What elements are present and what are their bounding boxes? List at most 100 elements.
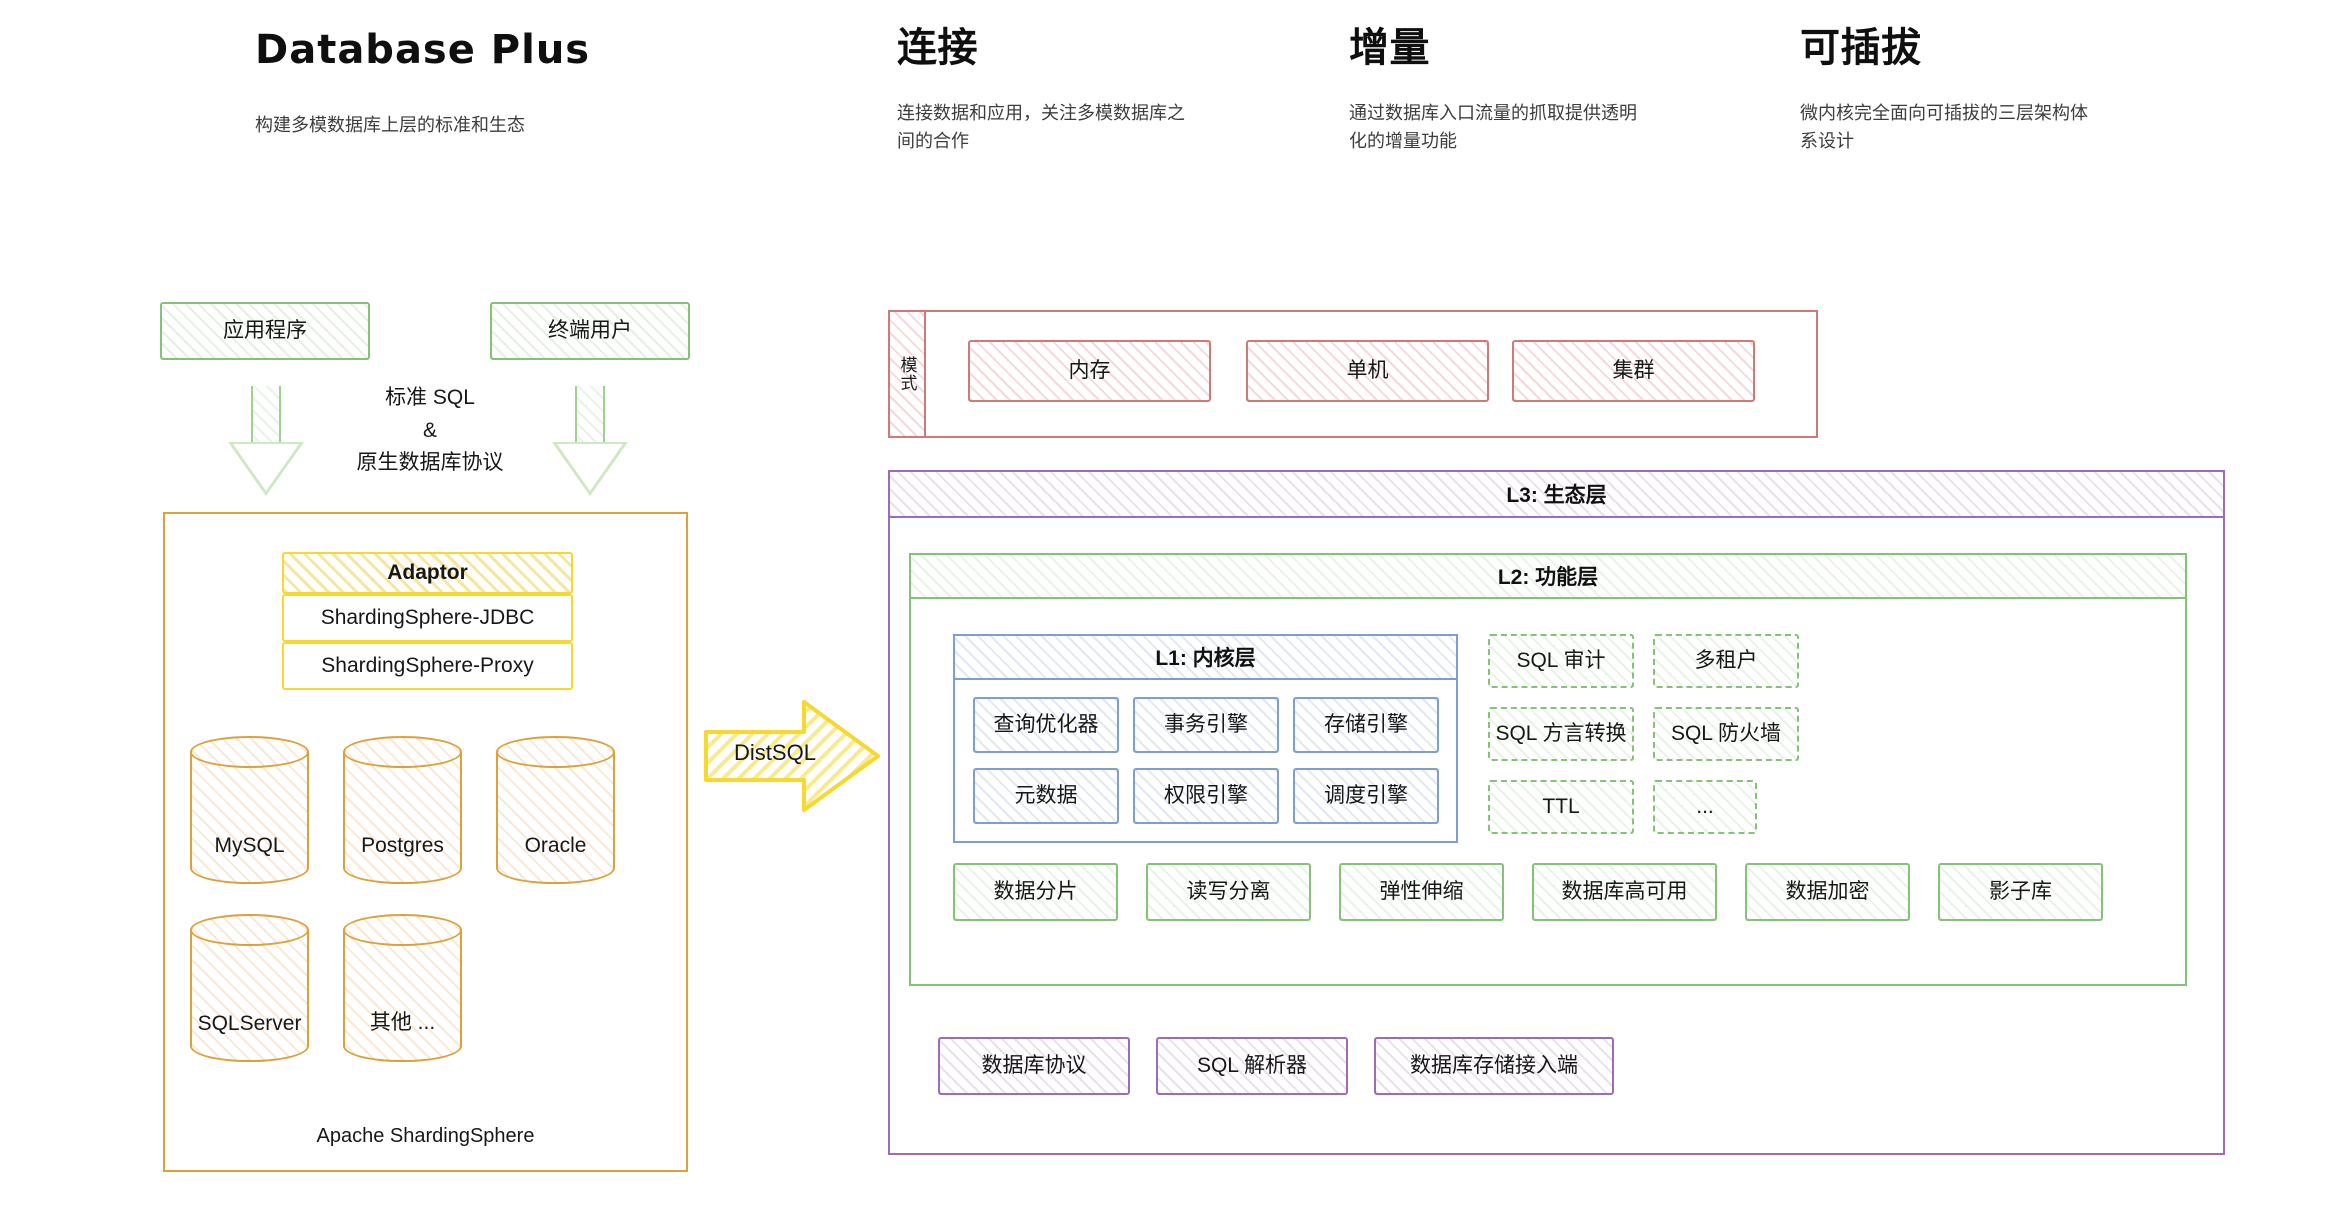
kernel-engine-storage: 存储引擎 — [1293, 697, 1439, 753]
feature-read-write-splitting: 读写分离 — [1146, 863, 1311, 921]
kernel-engine-label: 调度引擎 — [1324, 784, 1408, 808]
database-cylinder-other: 其他 ... — [343, 914, 462, 1062]
feature-label: 数据加密 — [1785, 880, 1870, 904]
optional-feature-label: SQL 防火墙 — [1670, 722, 1782, 746]
optional-feature-label: SQL 方言转换 — [1495, 722, 1627, 746]
feature-elastic-scaling: 弹性伸缩 — [1339, 863, 1504, 921]
l3-item-label: 数据库协议 — [981, 1054, 1087, 1078]
l3-item-database-storage-adapter: 数据库存储接入端 — [1374, 1037, 1614, 1095]
kernel-engine-label: 查询优化器 — [993, 713, 1099, 737]
cylinder-body — [190, 930, 309, 1062]
optional-feature-sql-audit: SQL 审计 — [1488, 634, 1634, 688]
column-title: 可插拔 — [1800, 26, 1922, 70]
arrow-down-end-user — [552, 386, 628, 496]
panel-label-apache-shardingsphere: Apache ShardingSphere — [316, 1125, 535, 1147]
mode-item-label: 单机 — [1346, 359, 1389, 383]
kernel-engine-authority: 权限引擎 — [1133, 768, 1279, 824]
mode-item-label: 集群 — [1612, 359, 1655, 383]
layer-l1-header: L1: 内核层 — [955, 636, 1456, 680]
protocol-note-line-3: 原生数据库协议 — [356, 451, 504, 475]
adaptor-item-proxy: ShardingSphere-Proxy — [282, 642, 573, 690]
l3-item-sql-parser: SQL 解析器 — [1156, 1037, 1348, 1095]
protocol-note-line-2: & — [422, 418, 437, 442]
cylinder-body — [496, 752, 615, 884]
optional-feature-ttl: TTL — [1488, 780, 1634, 834]
mode-vertical-label: 模式 — [890, 312, 926, 436]
layer-l1-kernel: L1: 内核层 查询优化器 事务引擎 存储引擎 元数据 权限引擎 调度引擎 — [953, 634, 1458, 843]
adaptor-item-label: ShardingSphere-JDBC — [320, 606, 535, 630]
connector-label: DistSQL — [734, 740, 816, 765]
adaptor-item-jdbc: ShardingSphere-JDBC — [282, 594, 573, 642]
optional-feature-label: 多租户 — [1694, 649, 1758, 673]
cylinder-body — [343, 930, 462, 1062]
kernel-engine-label: 事务引擎 — [1164, 713, 1248, 737]
feature-label: 读写分离 — [1186, 880, 1271, 904]
column-subtitle: 构建多模数据库上层的标准和生态 — [255, 115, 525, 135]
layer-l3-header: L3: 生态层 — [890, 472, 2223, 518]
mode-panel: 模式 内存 单机 集群 — [888, 310, 1818, 438]
heading-column-pluggable: 可插拔 微内核完全面向可插拔的三层架构体系设计 — [1800, 26, 2140, 156]
kernel-engine-scheduler: 调度引擎 — [1293, 768, 1439, 824]
distsql-arrow-icon — [704, 700, 880, 812]
cylinder-body — [343, 752, 462, 884]
mode-item-cluster: 集群 — [1512, 340, 1755, 402]
client-label: 应用程序 — [223, 319, 307, 343]
column-title: 增量 — [1349, 26, 1430, 70]
optional-feature-label: TTL — [1542, 795, 1580, 819]
feature-label: 数据分片 — [993, 880, 1078, 904]
database-cylinder-sqlserver: SQLServer — [190, 914, 309, 1062]
kernel-engine-metadata: 元数据 — [973, 768, 1119, 824]
cylinder-top — [190, 736, 309, 768]
kernel-engine-label: 元数据 — [1014, 784, 1078, 808]
column-subtitle: 微内核完全面向可插拔的三层架构体系设计 — [1800, 103, 2088, 151]
arrow-down-application — [228, 386, 304, 496]
kernel-engine-transaction: 事务引擎 — [1133, 697, 1279, 753]
column-title: Database Plus — [255, 27, 591, 73]
heading-column-database-plus: Database Plus 构建多模数据库上层的标准和生态 — [255, 28, 815, 140]
cylinder-body — [190, 752, 309, 884]
l3-item-label: SQL 解析器 — [1196, 1054, 1308, 1078]
cylinder-top — [343, 914, 462, 946]
optional-feature-more: ... — [1653, 780, 1757, 834]
mode-item-label: 内存 — [1068, 359, 1111, 383]
database-label: Oracle — [524, 834, 587, 857]
feature-data-sharding: 数据分片 — [953, 863, 1118, 921]
cylinder-top — [343, 736, 462, 768]
feature-database-high-availability: 数据库高可用 — [1532, 863, 1717, 921]
client-box-end-user: 终端用户 — [490, 302, 690, 360]
feature-label: 影子库 — [1989, 880, 2052, 904]
optional-feature-label: SQL 审计 — [1516, 649, 1606, 673]
kernel-engine-label: 权限引擎 — [1164, 784, 1248, 808]
optional-feature-sql-dialect-translation: SQL 方言转换 — [1488, 707, 1634, 761]
database-label: SQLServer — [197, 1012, 302, 1035]
cylinder-top — [190, 914, 309, 946]
cylinder-top — [496, 736, 615, 768]
database-label: MySQL — [214, 834, 285, 857]
database-cylinder-oracle: Oracle — [496, 736, 615, 884]
l3-item-label: 数据库存储接入端 — [1410, 1054, 1578, 1078]
feature-label: 弹性伸缩 — [1379, 880, 1464, 904]
optional-feature-multi-tenant: 多租户 — [1653, 634, 1799, 688]
database-label: Postgres — [361, 834, 444, 857]
kernel-engine-label: 存储引擎 — [1324, 713, 1408, 737]
protocol-note-line-1: 标准 SQL — [385, 386, 475, 409]
feature-shadow-database: 影子库 — [1938, 863, 2103, 921]
optional-feature-label: ... — [1696, 795, 1714, 819]
adaptor-title: Adaptor — [387, 561, 468, 585]
feature-label: 数据库高可用 — [1561, 880, 1688, 904]
connector-arrow-distsql: DistSQL — [700, 690, 885, 820]
layer-l2-header: L2: 功能层 — [911, 555, 2185, 599]
mode-item-memory: 内存 — [968, 340, 1211, 402]
column-title: 连接 — [897, 26, 978, 70]
adaptor-item-label: ShardingSphere-Proxy — [321, 654, 534, 678]
heading-column-connect: 连接 连接数据和应用，关注多模数据库之间的合作 — [897, 26, 1227, 156]
database-label: 其他 ... — [369, 1011, 436, 1034]
layer-l3-ecosystem: L3: 生态层 L2: 功能层 L1: 内核层 查询优化器 事务引擎 存储引擎 … — [888, 470, 2225, 1155]
protocol-note: 标准 SQL & 原生数据库协议 — [310, 382, 550, 480]
l3-item-database-protocol: 数据库协议 — [938, 1037, 1130, 1095]
database-cylinder-postgres: Postgres — [343, 736, 462, 884]
layer-l2-function: L2: 功能层 L1: 内核层 查询优化器 事务引擎 存储引擎 元数据 权限引擎… — [909, 553, 2187, 986]
optional-feature-sql-firewall: SQL 防火墙 — [1653, 707, 1799, 761]
column-subtitle: 连接数据和应用，关注多模数据库之间的合作 — [897, 103, 1185, 151]
client-label: 终端用户 — [548, 319, 632, 343]
